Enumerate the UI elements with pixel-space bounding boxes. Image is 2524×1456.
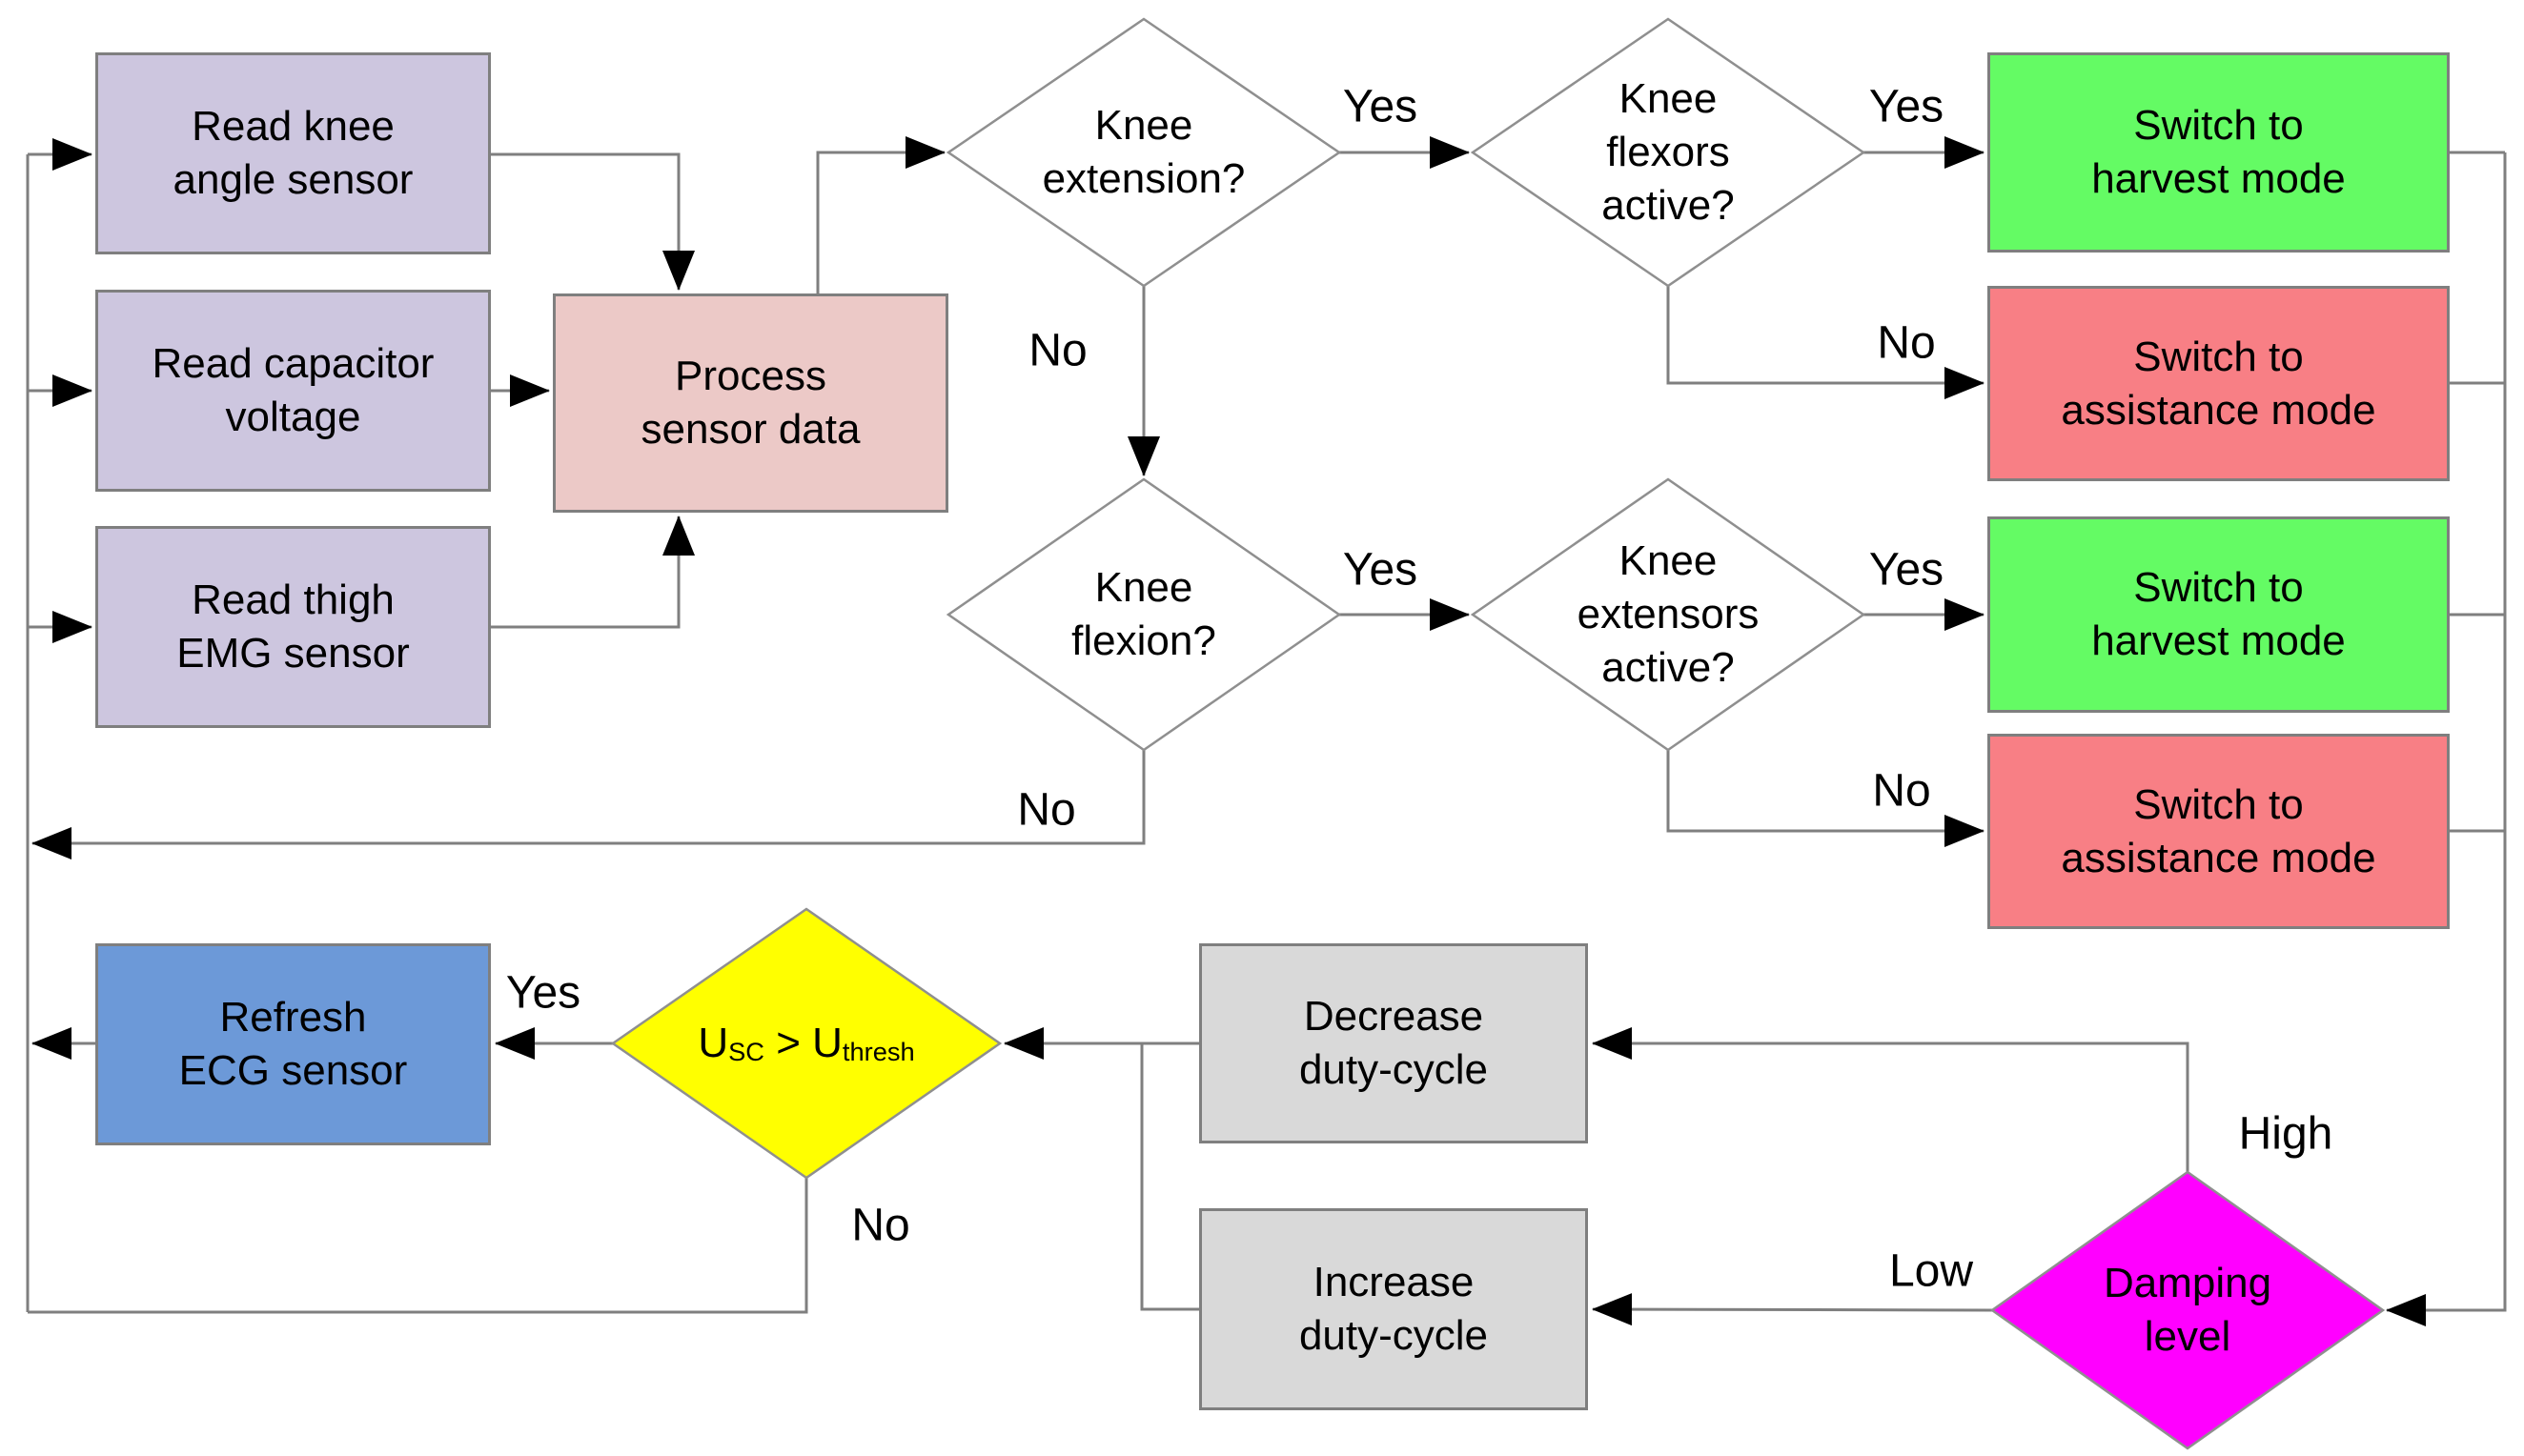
edge-label-no5: No (851, 1200, 910, 1251)
node-usc_check-shape (610, 907, 1003, 1180)
edge-label-high: High (2238, 1108, 2333, 1160)
edge-label-no3: No (1017, 784, 1076, 836)
node-decrease_duty: Decrease duty-cycle (1199, 943, 1588, 1143)
edge-increase_join (1140, 1043, 1199, 1311)
node-knee_extension-shape (946, 17, 1342, 288)
node-read_emg: Read thigh EMG sensor (95, 526, 491, 728)
node-damping: Damping level (1992, 1172, 2383, 1448)
node-damping-shape (1989, 1170, 2386, 1450)
node-knee_flexion: Knee flexion? (948, 479, 1339, 750)
edge-bus_right (2386, 152, 2507, 1326)
edge-emg_to_process (491, 516, 695, 629)
node-decrease_duty-label: Decrease duty-cycle (1298, 993, 1489, 1093)
edge-label-yes5: Yes (505, 967, 581, 1019)
node-read_capacitor-label: Read capacitor voltage (152, 340, 435, 440)
node-usc_check-label-part: thresh (842, 1036, 915, 1066)
node-process-label: Process sensor data (641, 353, 861, 453)
edge-flexion_no (31, 750, 1146, 859)
node-knee_flexors: Knee flexors active? (1473, 19, 1863, 286)
edge-label-no1: No (1028, 325, 1088, 376)
node-knee_flexion-shape (946, 477, 1342, 752)
edge-label-no2: No (1877, 317, 1936, 369)
node-usc_check-label-part: SC (728, 1036, 764, 1066)
edge-label-low: Low (1888, 1245, 1974, 1297)
edge-label-yes2: Yes (1868, 81, 1944, 132)
node-usc_check: USC > Uthresh (613, 909, 1000, 1178)
node-knee_extension-label: Knee extension? (1042, 102, 1246, 202)
edge-damping_high (1592, 1027, 2189, 1172)
node-refresh_ecg: Refresh ECG sensor (95, 943, 491, 1145)
node-usc_check-label-part: > U (763, 1020, 843, 1067)
node-assist1: Switch to assistance mode (1987, 286, 2450, 481)
edge-damping_low (1592, 1293, 1993, 1326)
node-process: Process sensor data (553, 293, 948, 513)
node-read_knee: Read knee angle sensor (95, 52, 491, 254)
node-assist2: Switch to assistance mode (1987, 734, 2450, 929)
node-read_knee-label: Read knee angle sensor (173, 103, 414, 203)
edge-extensors_no (1666, 750, 1985, 847)
node-read_emg-label: Read thigh EMG sensor (176, 576, 410, 677)
edge-label-yes4: Yes (1868, 544, 1944, 596)
node-damping-label: Damping level (2103, 1260, 2272, 1360)
node-increase_duty-label: Increase duty-cycle (1298, 1259, 1489, 1359)
edge-knee_to_process (491, 152, 695, 291)
node-usc_check-label: USC > Uthresh (698, 1017, 914, 1070)
node-knee_flexion-label: Knee flexion? (1071, 564, 1216, 664)
edge-label-no4: No (1872, 765, 1931, 817)
node-harvest2: Switch to harvest mode (1987, 516, 2450, 713)
node-knee_extensors-shape (1470, 477, 1866, 752)
node-read_capacitor: Read capacitor voltage (95, 290, 491, 492)
node-knee_extension: Knee extension? (948, 19, 1339, 286)
node-harvest1: Switch to harvest mode (1987, 52, 2450, 253)
edge-process_to_extension (816, 136, 946, 293)
edge-usc_no (28, 1178, 808, 1314)
node-knee_flexors-shape (1470, 17, 1866, 288)
node-knee_extensors-label: Knee extensors active? (1577, 537, 1760, 691)
node-refresh_ecg-label: Refresh ECG sensor (178, 994, 408, 1094)
node-assist1-label: Switch to assistance mode (2061, 333, 2376, 434)
edge-label-yes1: Yes (1342, 81, 1418, 132)
node-harvest2-label: Switch to harvest mode (2091, 564, 2346, 664)
node-increase_duty: Increase duty-cycle (1199, 1208, 1588, 1410)
node-harvest1-label: Switch to harvest mode (2091, 102, 2346, 202)
edge-label-yes3: Yes (1342, 544, 1418, 596)
node-knee_flexors-label: Knee flexors active? (1601, 75, 1735, 229)
node-usc_check-label-part: U (698, 1020, 729, 1067)
node-assist2-label: Switch to assistance mode (2061, 780, 2376, 881)
edge-flexors_no (1666, 286, 1985, 399)
node-knee_extensors: Knee extensors active? (1473, 479, 1863, 750)
